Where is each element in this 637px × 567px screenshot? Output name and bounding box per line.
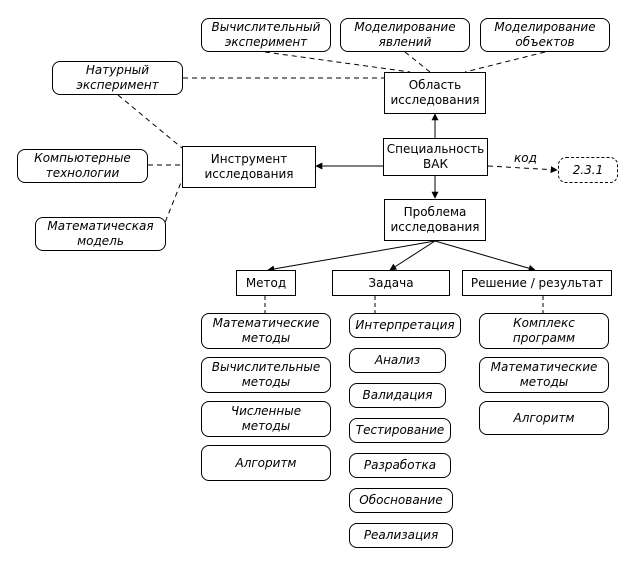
link-naturny-instrument bbox=[117, 94, 183, 149]
metod-item: Математические методы bbox=[201, 313, 331, 349]
edge-label-kod: код bbox=[514, 151, 537, 165]
node-modelirovanie-obektov: Моделирование объектов bbox=[480, 18, 610, 52]
node-kompyuternye-tekhnologii: Компьютерные технологии bbox=[17, 149, 148, 183]
node-oblast-issledovaniya: Область исследования bbox=[384, 72, 486, 114]
metod-item: Вычислительные методы bbox=[201, 357, 331, 393]
arrow-problema-reshenie bbox=[434, 240, 536, 272]
node-zadacha: Задача bbox=[332, 270, 450, 296]
node-vychislitelny-eksperiment: Вычислительный эксперимент bbox=[201, 18, 331, 52]
link-modelirovanie-yavleniy-oblast bbox=[404, 51, 431, 73]
link-modelirovanie-obektov-oblast bbox=[464, 51, 546, 73]
metod-item: Алгоритм bbox=[201, 445, 331, 481]
zadacha-item: Анализ bbox=[349, 348, 446, 373]
zadacha-item: Разработка bbox=[349, 453, 451, 478]
zadacha-item: Реализация bbox=[349, 523, 453, 548]
node-naturny-eksperiment: Натурный эксперимент bbox=[52, 61, 183, 95]
arrow-problema-zadacha bbox=[389, 240, 436, 271]
arrow-specialnost-kod bbox=[487, 165, 558, 174]
reshenie-item: Математические методы bbox=[479, 357, 609, 393]
zadacha-item: Обоснование bbox=[349, 488, 453, 513]
reshenie-item: Алгоритм bbox=[479, 401, 609, 435]
arrow-problema-metod bbox=[267, 240, 436, 273]
link-vychislitelny-oblast bbox=[264, 51, 411, 73]
zadacha-item: Интерпретация bbox=[349, 313, 461, 338]
node-specialnost-vak: Специальность ВАК bbox=[383, 138, 488, 176]
node-kod-value: 2.3.1 bbox=[558, 157, 618, 183]
node-instrument-issledovaniya: Инструмент исследования bbox=[182, 146, 316, 188]
reshenie-item: Комплекс программ bbox=[479, 313, 609, 349]
zadacha-item: Тестирование bbox=[349, 418, 451, 443]
zadacha-item: Валидация bbox=[349, 383, 446, 408]
metod-item: Численные методы bbox=[201, 401, 331, 437]
node-modelirovanie-yavleniy: Моделирование явлений bbox=[340, 18, 470, 52]
node-problema-issledovaniya: Проблема исследования bbox=[384, 199, 486, 241]
node-reshenie-rezultat: Решение / результат bbox=[462, 270, 612, 296]
node-matematicheskaya-model: Математическая модель bbox=[35, 217, 166, 251]
node-metod: Метод bbox=[236, 270, 296, 296]
